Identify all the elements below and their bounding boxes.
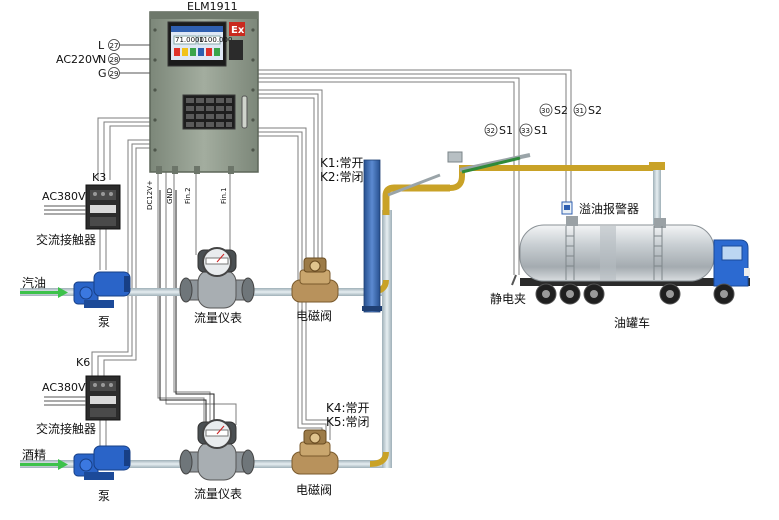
s2a-label: S2 — [554, 104, 568, 117]
fluid-lower-label: 酒精 — [22, 448, 46, 462]
contactor-k6-id: K6 — [76, 356, 90, 369]
valve-upper-label: 电磁阀 — [296, 308, 332, 323]
terminal-N-label: N — [98, 53, 106, 66]
solenoid-valve-upper — [291, 257, 339, 303]
pump-lower — [73, 445, 131, 480]
pump-upper — [73, 271, 131, 308]
s1b-num: 33 — [521, 127, 530, 135]
controller-cabinet: 71.0000 1100.000 Ex — [149, 11, 259, 174]
static-clamp-label: 静电夹 — [490, 292, 526, 306]
power-voltage: AC220V — [56, 53, 100, 66]
flow-meter-lower — [179, 419, 255, 481]
contactor-k3-name: 交流接触器 — [36, 232, 96, 247]
terminal-N-num: 28 — [110, 56, 119, 64]
io-labels: DC12V+ GND Fin.2 Fin.1 — [146, 180, 228, 210]
pump-lower-label: 泵 — [98, 489, 110, 503]
static-clamp — [511, 274, 517, 286]
contactor-k6-voltage: AC380V — [42, 381, 86, 394]
label-dc12v: DC12V+ — [146, 180, 154, 210]
wiring — [91, 69, 572, 455]
screen-value-1: 71.0000 — [175, 36, 204, 44]
solenoid-valve-lower — [291, 429, 339, 475]
flow-meter-lower-label: 流量仪表 — [194, 487, 242, 501]
s1a-num: 32 — [486, 127, 495, 135]
terminal-L-num: 27 — [110, 42, 119, 50]
screen-value-2: 1100.000 — [199, 36, 232, 44]
label-fin2: Fin.2 — [184, 187, 192, 204]
contactor-k3-id: K3 — [92, 171, 106, 184]
valve-k2-label: K2:常闭 — [320, 170, 364, 184]
power-terminals: AC220V L 27 N 28 G 29 — [56, 39, 150, 80]
valve-k4-label: K4:常开 — [326, 401, 370, 415]
arrow-lower — [20, 459, 68, 470]
tanker-label: 油罐车 — [614, 315, 650, 330]
label-gnd: GND — [166, 188, 174, 204]
loading-column — [362, 151, 665, 313]
s2b-label: S2 — [588, 104, 602, 117]
svg-text:Ex: Ex — [231, 25, 245, 36]
pump-upper-label: 泵 — [98, 315, 110, 329]
ex-badge — [229, 22, 245, 36]
s2a-num: 30 — [541, 107, 550, 115]
valve-lower-label: 电磁阀 — [296, 482, 332, 497]
tanker-truck — [519, 216, 750, 305]
contactor-k3-voltage: AC380V — [42, 190, 86, 203]
controller-model: ELM1911 — [187, 0, 238, 13]
signal-labels: 32 S1 33 S1 30 S2 31 S2 — [484, 103, 602, 137]
terminal-L-label: L — [98, 39, 105, 52]
fluid-upper-label: 汽油 — [22, 275, 46, 290]
overflow-alarm — [561, 201, 573, 215]
contactor-k3 — [85, 184, 121, 230]
flow-meter-upper-label: 流量仪表 — [194, 311, 242, 325]
s1a-label: S1 — [499, 124, 513, 137]
label-fin1: Fin.1 — [220, 187, 228, 204]
arrow-upper — [20, 287, 68, 298]
s1b-label: S1 — [534, 124, 548, 137]
terminal-G-label: G — [98, 67, 107, 80]
overflow-alarm-label: 溢油报警器 — [579, 201, 639, 216]
s2b-num: 31 — [575, 107, 584, 115]
flow-meter-upper — [179, 247, 255, 309]
valve-k5-label: K5:常闭 — [326, 415, 370, 429]
contactor-k6 — [85, 375, 121, 421]
valve-k1-label: K1:常开 — [320, 156, 364, 170]
contactor-k6-name: 交流接触器 — [36, 421, 96, 436]
terminal-G-num: 29 — [110, 70, 119, 78]
